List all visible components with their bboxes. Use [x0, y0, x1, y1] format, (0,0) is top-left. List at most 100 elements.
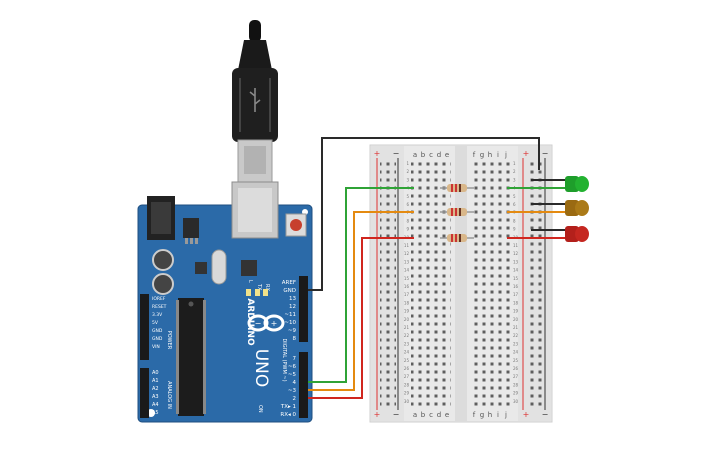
bb-column-label: j	[504, 411, 507, 419]
digital-pin-label: AREF	[282, 280, 296, 286]
analog-pin-label: A5	[152, 410, 159, 416]
analog-label: ANALOG IN	[166, 381, 172, 409]
bb-column-label: g	[480, 151, 484, 159]
bb-column-label: c	[429, 411, 433, 419]
bb-row-number: 30	[404, 399, 410, 404]
digital-pin-label: 7	[293, 356, 297, 362]
bb-column-label: h	[488, 151, 492, 159]
bb-column-label: f	[473, 411, 476, 419]
arduino-board: − + ARDUINO UNO DIGITAL (PWM ~) POWER AN…	[137, 181, 313, 423]
bb-row-number: 2	[406, 169, 409, 174]
analog-pin-label: A0	[152, 370, 159, 376]
bb-row-number: 9	[513, 227, 516, 232]
bb-row-number: 24	[513, 350, 519, 355]
bb-column-label: b	[421, 411, 426, 419]
bb-column-label: c	[429, 151, 433, 159]
bb-row-number: 13	[404, 259, 410, 264]
power-pin-label: 5V	[152, 320, 159, 326]
bb-column-label: g	[480, 411, 484, 419]
bb-row-number: 8	[513, 218, 516, 223]
bb-row-number: 21	[404, 325, 410, 330]
bb-column-label: i	[497, 151, 499, 159]
svg-text:−: −	[255, 319, 262, 328]
power-pin-label: 3.3V	[152, 312, 163, 318]
bb-row-number: 3	[406, 177, 409, 182]
led-green	[565, 176, 589, 192]
bb-row-number: 14	[404, 268, 410, 273]
bb-row-number: 9	[406, 227, 409, 232]
bb-row-number: 22	[513, 333, 519, 338]
bb-column-label: f	[473, 151, 476, 159]
bb-row-number: 23	[404, 341, 410, 346]
bb-row-number: 28	[513, 382, 519, 387]
bb-row-number: 17	[513, 292, 519, 297]
bb-row-number: 20	[513, 317, 519, 322]
power-pin-label: IOREF	[152, 296, 166, 302]
bb-row-number: 5	[513, 194, 516, 199]
bb-row-number: 25	[404, 358, 410, 363]
bb-column-label: d	[437, 151, 441, 159]
bb-row-number: 18	[404, 300, 410, 305]
l-label: L	[247, 280, 253, 283]
svg-text:+: +	[271, 319, 278, 328]
bb-column-label: a	[413, 411, 417, 419]
digital-pin-label: 8	[293, 336, 297, 342]
digital-pin-label: ~10	[284, 320, 296, 326]
bb-row-number: 19	[404, 309, 410, 314]
digital-pin-label: ~6	[288, 364, 297, 370]
digital-pin-label: 4	[293, 380, 297, 386]
rx-label: RX	[264, 284, 270, 291]
rail-minus-bottom-right: −	[542, 410, 549, 419]
digital-pin-label: ~11	[284, 312, 296, 318]
infinity-logo-icon: − +	[247, 314, 285, 332]
bb-column-label: i	[497, 411, 499, 419]
bb-row-number: 12	[404, 251, 410, 256]
tx-label: TX	[256, 283, 262, 291]
digital-pin-label: 13	[289, 296, 296, 302]
bb-column-label: j	[504, 151, 507, 159]
digital-pin-label: ~5	[288, 372, 297, 378]
bb-row-number: 16	[404, 284, 410, 289]
bb-row-number: 21	[513, 325, 519, 330]
bb-row-number: 11	[404, 243, 410, 248]
digital-pin-label: GND	[283, 288, 296, 294]
bb-row-number: 29	[404, 391, 410, 396]
bb-row-number: 6	[406, 202, 409, 207]
bb-row-number: 2	[513, 169, 516, 174]
resistor-3	[440, 234, 474, 242]
power-pin-label: GND	[152, 328, 163, 334]
arduino-brand: ARDUINO	[245, 298, 255, 346]
bb-row-number: 8	[406, 218, 409, 223]
resistors	[440, 184, 474, 242]
wire-red	[308, 237, 414, 399]
bb-row-number: 29	[513, 391, 519, 396]
wire-orange	[308, 211, 414, 391]
wires	[308, 137, 565, 399]
bb-row-number: 27	[404, 374, 410, 379]
bb-row-number: 22	[404, 333, 410, 338]
bb-row-number: 14	[513, 268, 519, 273]
digital-pin-label: 2	[293, 396, 297, 402]
resistor-1	[440, 184, 474, 192]
digital-pin-label: TX▸ 1	[280, 404, 296, 410]
bb-column-label: d	[437, 411, 441, 419]
power-pin-label: GND	[152, 336, 163, 342]
bb-row-number: 12	[513, 251, 519, 256]
bb-row-number: 16	[513, 284, 519, 289]
bb-column-label: b	[421, 151, 426, 159]
reset-button-icon[interactable]	[285, 213, 307, 237]
analog-pin-label: A1	[152, 378, 159, 384]
led-red	[565, 226, 589, 242]
bb-row-number: 5	[406, 194, 409, 199]
bb-row-number: 1	[513, 161, 516, 166]
bb-row-number: 24	[404, 350, 410, 355]
analog-pin-label: A3	[152, 394, 159, 400]
wire-green	[308, 187, 414, 383]
analog-pin-label: A4	[152, 402, 159, 408]
rail-plus-bottom-left: +	[374, 410, 381, 419]
on-label: ON	[257, 405, 263, 413]
bb-row-number: 15	[513, 276, 519, 281]
analog-pin-label: A2	[152, 386, 159, 392]
bb-row-number: 26	[404, 366, 410, 371]
